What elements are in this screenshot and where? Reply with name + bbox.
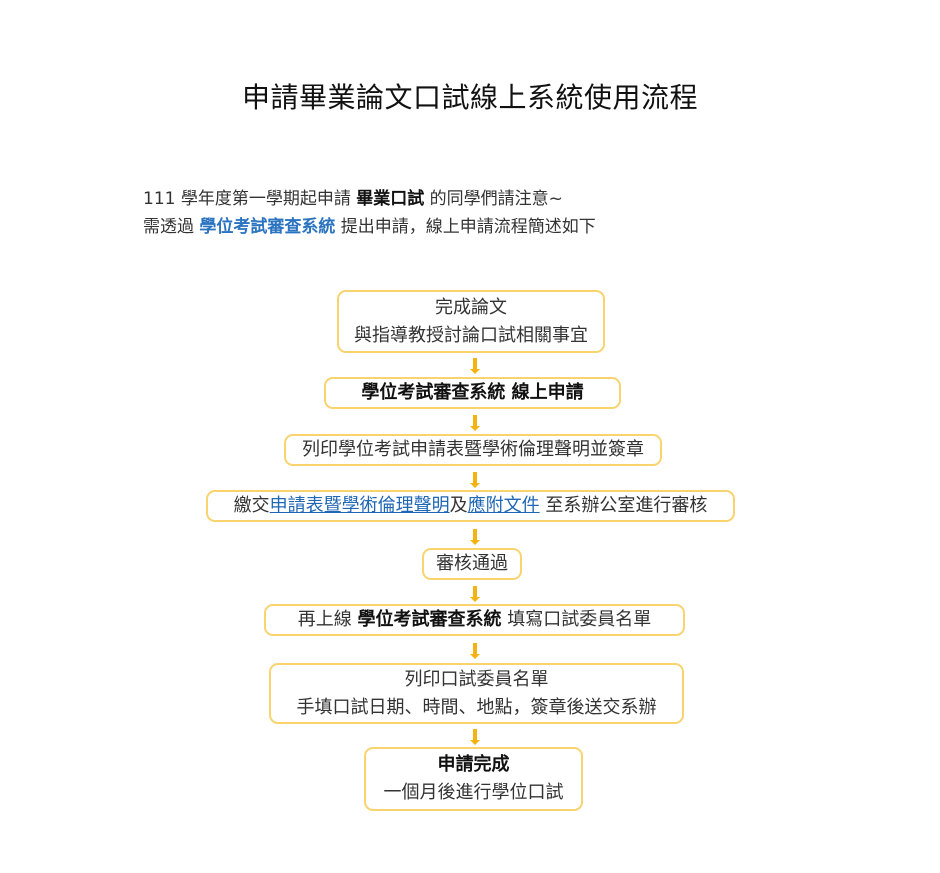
step-line-2: 手填口試日期、時間、地點，簽章後送交系辦: [296, 696, 657, 718]
intro-suffix: 的同學們請注意~: [424, 189, 563, 209]
flow-step-submit-documents: 繳交申請表暨學術倫理聲明及應附文件 至系辦公室進行審核: [206, 490, 735, 522]
step-mid: 及: [449, 495, 468, 516]
step-line-1: 完成論文: [435, 296, 507, 318]
flow-step-complete-thesis: 完成論文 與指導教授討論口試相關事宜: [337, 290, 605, 353]
step-prefix: 繳交: [233, 495, 270, 516]
down-arrow-icon: [470, 529, 480, 545]
step-suffix: 填寫口試委員名單: [501, 609, 652, 630]
intro-line-2: 需透過 學位考試審查系統 提出申請，線上申請流程簡述如下: [143, 212, 596, 237]
system-name: 學位考試審查系統: [361, 382, 506, 403]
flow-step-review-passed: 審核通過: [422, 548, 522, 580]
down-arrow-icon: [470, 729, 480, 745]
step-line-1: 列印口試委員名單: [404, 668, 549, 690]
application-form-ethics-link[interactable]: 申請表暨學術倫理聲明: [269, 495, 450, 516]
flow-step-print-committee: 列印口試委員名單 手填口試日期、時間、地點，簽章後送交系辦: [269, 663, 684, 724]
down-arrow-icon: [470, 586, 480, 602]
step-text: 繳交申請表暨學術倫理聲明及應附文件 至系辦公室進行審核: [234, 492, 708, 520]
degree-exam-system-highlight: 學位考試審查系統: [199, 217, 336, 237]
step-line-2: 一個月後進行學位口試: [383, 782, 564, 803]
system-name: 學位考試審查系統: [357, 609, 502, 630]
step-text: 學位考試審查系統 線上申請: [361, 379, 583, 407]
step-text: 審核通過: [436, 553, 508, 574]
flow-step-fill-committee: 再上線 學位考試審查系統 填寫口試委員名單: [264, 604, 685, 636]
step-suffix: 線上申請: [505, 382, 584, 403]
down-arrow-icon: [470, 415, 480, 431]
step-suffix: 至系辦公室進行審核: [539, 495, 708, 516]
page-title: 申請畢業論文口試線上系統使用流程: [241, 81, 698, 114]
intro-prefix: 111 學年度第一學期起申請: [143, 189, 357, 209]
intro-suffix: 提出申請，線上申請流程簡述如下: [335, 217, 596, 237]
intro-prefix: 需透過: [143, 217, 200, 237]
down-arrow-icon: [470, 643, 480, 659]
flow-step-online-apply: 學位考試審查系統 線上申請: [324, 377, 621, 409]
intro-line-1: 111 學年度第一學期起申請 畢業口試 的同學們請注意~: [143, 184, 563, 209]
flow-step-print-form: 列印學位考試申請表暨學術倫理聲明並簽章: [284, 434, 662, 466]
step-text: 再上線 學位考試審查系統 填寫口試委員名單: [298, 606, 651, 634]
down-arrow-icon: [470, 358, 480, 374]
flow-step-application-complete: 申請完成 一個月後進行學位口試: [364, 747, 583, 811]
step-line-2: 與指導教授討論口試相關事宜: [354, 324, 588, 346]
step-prefix: 再上線: [297, 609, 358, 630]
down-arrow-icon: [470, 472, 480, 488]
step-text: 列印學位考試申請表暨學術倫理聲明並簽章: [302, 439, 644, 460]
intro-bold-oral-exam: 畢業口試: [356, 189, 425, 209]
step-line-1: 申請完成: [437, 754, 510, 775]
required-documents-link[interactable]: 應附文件: [467, 495, 540, 516]
